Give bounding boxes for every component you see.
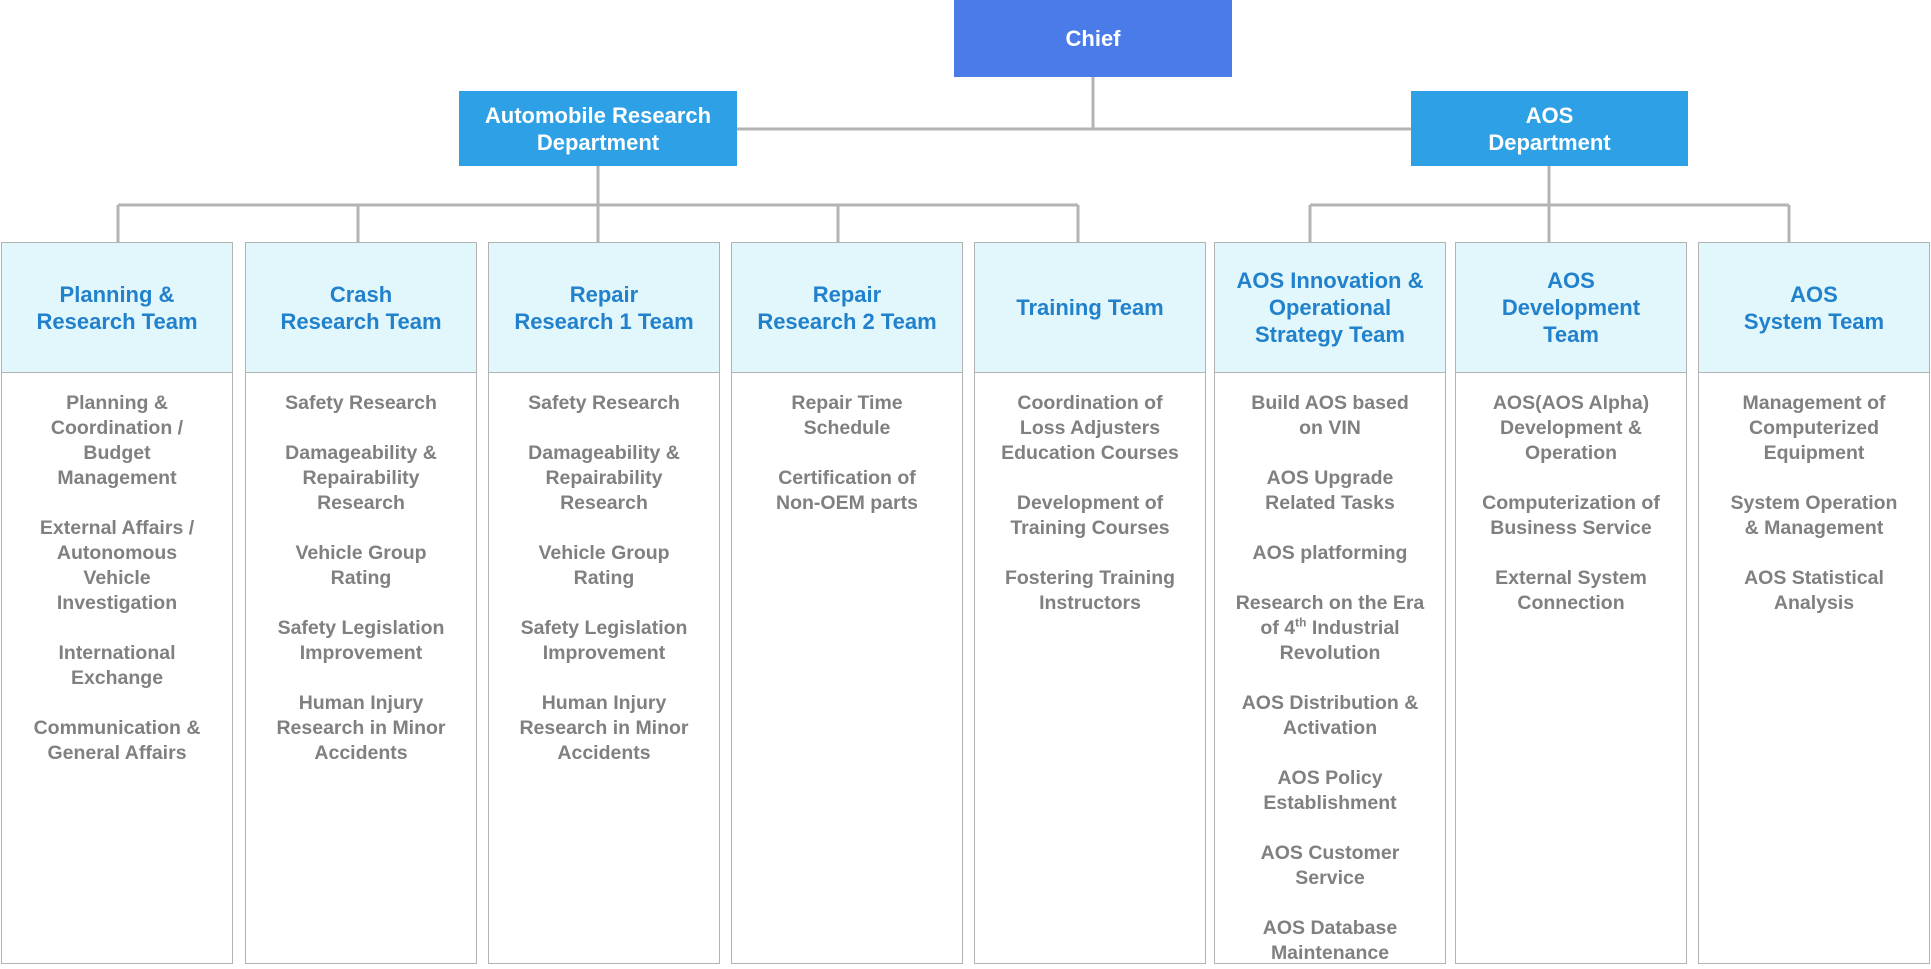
team-header: Training Team [975, 243, 1205, 373]
task-item: Vehicle Group Rating [538, 542, 670, 589]
task-item: Safety Research [528, 392, 680, 414]
team-header: Repair Research 2 Team [732, 243, 962, 373]
team-header: Crash Research Team [246, 243, 476, 373]
task-item: International Exchange [58, 642, 176, 689]
task-item: Safety Research [285, 392, 437, 414]
team-header: AOS Innovation & Operational Strategy Te… [1215, 243, 1445, 373]
task-item: Development of Training Courses [1010, 492, 1170, 539]
task-item: Computerization of Business Service [1482, 492, 1660, 539]
task-item: Fostering Training Instructors [1004, 567, 1176, 614]
task-item: AOS(AOS Alpha) Development & Operation [1492, 392, 1650, 464]
task-item: Communication & General Affairs [33, 717, 201, 764]
team-aos-innovation-strategy: AOS Innovation & Operational Strategy Te… [1214, 242, 1446, 964]
department-label: AOS Department [1488, 102, 1611, 155]
chief-node: Chief [954, 0, 1232, 77]
department-label: Automobile Research Department [484, 102, 712, 155]
team-repair-research-2: Repair Research 2 Team Repair Time Sched… [731, 242, 963, 964]
task-item: Damageability & Repairability Research [285, 442, 437, 514]
team-aos-development: AOS Development Team AOS(AOS Alpha) Deve… [1455, 242, 1687, 964]
task-list: Planning & Coordination / Budget Managem… [2, 373, 232, 766]
automobile-research-department-node: Automobile Research Department [459, 91, 737, 166]
task-item: Vehicle Group Rating [295, 542, 427, 589]
team-training: Training Team Coordination of Loss Adjus… [974, 242, 1206, 964]
task-list: Safety Research Damageability & Repairab… [246, 373, 476, 766]
task-item: AOS Customer Service [1260, 842, 1400, 889]
task-item: External Affairs / Autonomous Vehicle In… [39, 517, 195, 614]
task-item: AOS Upgrade Related Tasks [1265, 467, 1395, 514]
team-repair-research-1: Repair Research 1 Team Safety Research D… [488, 242, 720, 964]
task-item: External System Connection [1495, 567, 1647, 614]
task-list: AOS(AOS Alpha) Development & Operation C… [1456, 373, 1686, 616]
task-item: Damageability & Repairability Research [528, 442, 680, 514]
team-header: AOS System Team [1699, 243, 1929, 373]
chief-label: Chief [1065, 26, 1121, 51]
task-item: AOS Database Maintenance [1262, 917, 1398, 964]
task-list: Build AOS based on VIN AOS Upgrade Relat… [1215, 373, 1445, 966]
task-item: Human Injury Research in Minor Accidents [276, 692, 446, 764]
task-item: Repair Time Schedule [791, 392, 903, 439]
task-item: Safety Legislation Improvement [520, 617, 688, 664]
task-item: System Operation & Management [1730, 492, 1898, 539]
task-list: Safety Research Damageability & Repairab… [489, 373, 719, 766]
task-item-4th-industrial-revolution: Research on the Era of 4th Industrial Re… [1235, 592, 1425, 664]
task-item: Human Injury Research in Minor Accidents [519, 692, 689, 764]
team-crash-research: Crash Research Team Safety Research Dama… [245, 242, 477, 964]
task-list: Management of Computerized Equipment Sys… [1699, 373, 1929, 616]
task-item: Build AOS based on VIN [1251, 392, 1409, 439]
task-item: Certification of Non-OEM parts [776, 467, 918, 514]
task-item: AOS Policy Establishment [1263, 767, 1397, 814]
team-planning-research: Planning & Research Team Planning & Coor… [1, 242, 233, 964]
task-item: Management of Computerized Equipment [1742, 392, 1886, 464]
task-item: Coordination of Loss Adjusters Education… [1001, 392, 1179, 464]
aos-department-node: AOS Department [1411, 91, 1688, 166]
task-item: AOS Statistical Analysis [1744, 567, 1884, 614]
task-item: Safety Legislation Improvement [277, 617, 445, 664]
task-item: AOS Distribution & Activation [1241, 692, 1419, 739]
task-item: AOS platforming [1252, 542, 1408, 564]
task-item: Planning & Coordination / Budget Managem… [50, 392, 184, 489]
team-header: AOS Development Team [1456, 243, 1686, 373]
team-header: Repair Research 1 Team [489, 243, 719, 373]
team-header: Planning & Research Team [2, 243, 232, 373]
task-list: Coordination of Loss Adjusters Education… [975, 373, 1205, 616]
task-list: Repair Time Schedule Certification of No… [732, 373, 962, 516]
team-aos-system: AOS System Team Management of Computeriz… [1698, 242, 1930, 964]
